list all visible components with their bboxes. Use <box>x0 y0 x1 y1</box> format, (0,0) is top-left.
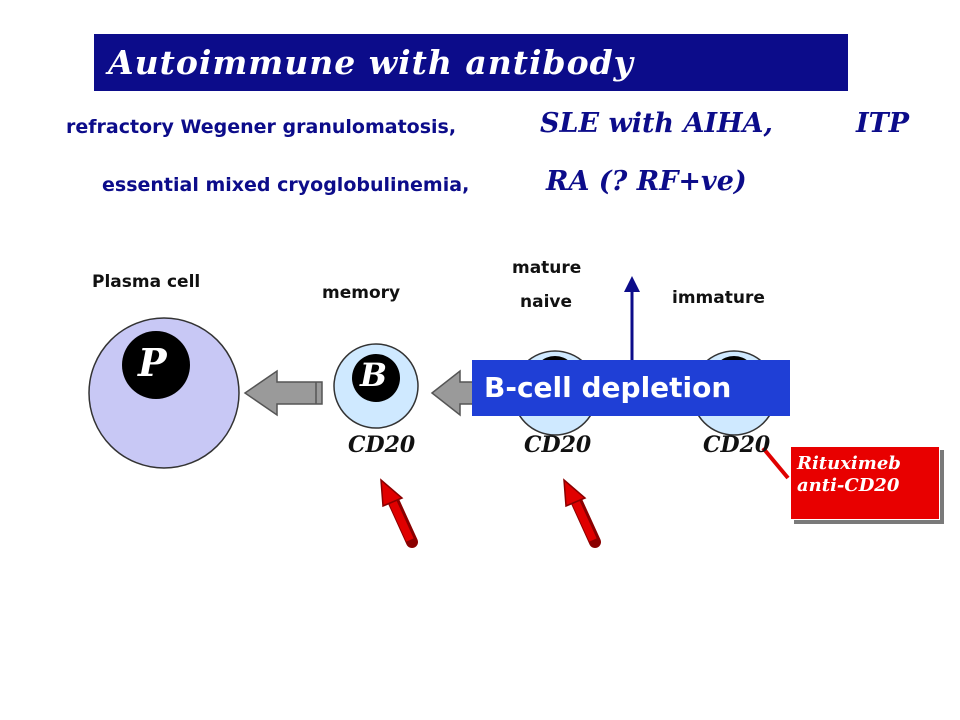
red-arrow-memory <box>380 478 418 548</box>
condition-itp: ITP <box>856 108 910 139</box>
naive-label: naive <box>520 292 573 312</box>
rituximab-target: anti-CD20 <box>797 475 900 496</box>
condition-cryoglobulinemia: essential mixed cryoglobulinemia, <box>102 174 470 196</box>
slide-title: Autoimmune with antibody production <box>94 34 848 139</box>
rituximab-box: Rituximeb anti-CD20 <box>790 446 940 520</box>
red-arrow-mature <box>563 478 601 548</box>
condition-sle: SLE with AIHA, <box>540 108 773 139</box>
plasma-cell-letter: P <box>138 340 167 385</box>
condition-wegener: refractory Wegener granulomatosis, <box>66 116 457 138</box>
mature-label: mature <box>512 258 582 278</box>
memory-label: memory <box>322 283 401 303</box>
cd20-immature-label: CD20 <box>703 432 771 458</box>
cd20-memory-label: CD20 <box>348 432 416 458</box>
cd20-mature-label: CD20 <box>524 432 592 458</box>
plasma-cell-nucleus <box>122 331 190 399</box>
differentiation-arrow-1 <box>243 369 323 417</box>
b-cell-depletion-box: B-cell depletion <box>472 360 790 416</box>
condition-ra: RA (? RF+ve) <box>546 166 747 197</box>
plasma-cell-label: Plasma cell <box>92 272 201 292</box>
memory-cell-letter: B <box>360 356 388 394</box>
rituximab-name: Rituximeb <box>797 453 901 474</box>
immature-label: immature <box>672 288 765 308</box>
rituximab-pointer-line <box>761 446 790 480</box>
memory-b-cell-nucleus <box>352 354 400 402</box>
